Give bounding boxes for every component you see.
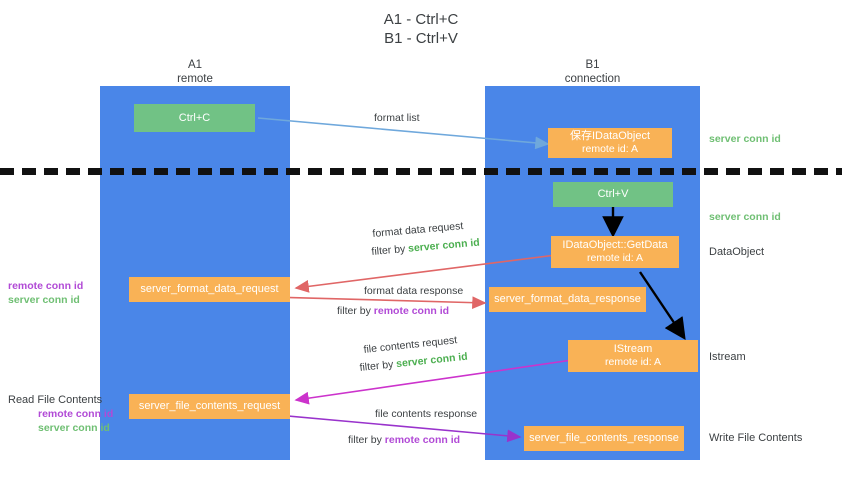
edge-label-format-data-response-filter: filter by remote conn id: [337, 305, 449, 318]
annotation-group-format-ids: remote conn id server conn id: [8, 279, 83, 307]
edge-filter-key-server-conn-id: server conn id: [395, 350, 469, 371]
box-server-file-contents-response-label: server_file_contents_response: [529, 432, 679, 444]
box-save-idataobject-line2: remote id: A: [581, 143, 639, 155]
box-server-format-data-request-label: server_format_data_request: [140, 283, 279, 295]
column-a1-sub: remote: [177, 73, 213, 85]
edge-label-format-data-request: format data request: [372, 220, 464, 241]
edge-label-file-contents-response-filter: filter by remote conn id: [348, 434, 460, 447]
annotation-server-conn-id-2: server conn id: [38, 422, 110, 434]
page-title: A1 - Ctrl+C B1 - Ctrl+V: [0, 10, 842, 48]
column-a1-name: A1: [187, 59, 203, 71]
box-ctrl-v[interactable]: Ctrl+V: [553, 182, 673, 207]
edge-label-format-data-response: format data response: [364, 285, 463, 298]
column-header-b1: B1 connection: [485, 58, 700, 86]
annotation-remote-conn-id-2: remote conn id: [38, 408, 114, 420]
box-istream-line1: IStream: [613, 343, 653, 355]
box-server-file-contents-request[interactable]: server_file_contents_request: [129, 394, 290, 419]
box-server-format-data-response[interactable]: server_format_data_response: [489, 287, 646, 312]
box-save-idataobject-line1: 保存IDataObject: [569, 130, 651, 142]
edge-label-format-data-request-filter: filter by server conn id: [371, 237, 480, 259]
edge-label-file-contents-response: file contents response: [375, 408, 477, 421]
phase-divider: [0, 168, 842, 175]
annotation-remote-conn-id-1: remote conn id: [8, 280, 84, 292]
box-server-format-data-request[interactable]: server_format_data_request: [129, 277, 290, 302]
box-idataobject-getdata-line1: IDataObject::GetData: [562, 239, 668, 251]
title-line-1: A1 - Ctrl+C: [383, 11, 459, 28]
box-istream-line2: remote id: A: [604, 356, 662, 368]
edge-filter-key-remote-conn-id: remote conn id: [384, 434, 461, 446]
edge-label-format-data-response-text: format data response: [364, 285, 464, 297]
box-idataobject-getdata-line2: remote id: A: [586, 252, 644, 264]
box-save-idataobject[interactable]: 保存IDataObject remote id: A: [548, 128, 672, 158]
box-server-file-contents-request-label: server_file_contents_request: [138, 400, 281, 412]
edge-filter-key-remote-conn-id: remote conn id: [373, 305, 450, 317]
annotation-write-file-contents: Write File Contents: [709, 432, 803, 444]
box-istream[interactable]: IStream remote id: A: [568, 340, 698, 372]
box-ctrl-c-label: Ctrl+C: [178, 111, 211, 124]
box-server-file-contents-response[interactable]: server_file_contents_response: [524, 426, 684, 451]
annotation-server-conn-id-1: server conn id: [8, 294, 80, 306]
edge-filter-prefix: filter by: [337, 305, 374, 317]
box-ctrl-c[interactable]: Ctrl+C: [134, 104, 255, 132]
edge-filter-prefix: filter by: [371, 242, 409, 258]
box-server-format-data-response-label: server_format_data_response: [494, 293, 641, 305]
annotation-istream: Istream: [709, 351, 746, 363]
box-ctrl-v-label: Ctrl+V: [597, 188, 629, 200]
title-line-2: B1 - Ctrl+V: [384, 30, 458, 47]
column-b1-name: B1: [585, 59, 600, 71]
column-b1-sub: connection: [564, 73, 621, 85]
edge-label-file-contents-response-text: file contents response: [375, 408, 478, 420]
edge-filter-prefix: filter by: [348, 434, 385, 446]
annotation-group-read-file-contents: Read File Contents remote conn id server…: [8, 393, 113, 435]
edge-filter-key-server-conn-id: server conn id: [407, 236, 481, 255]
edge-filter-prefix: filter by: [359, 358, 397, 374]
box-idataobject-getdata[interactable]: IDataObject::GetData remote id: A: [551, 236, 679, 268]
annotation-server-conn-id-top: server conn id: [709, 133, 781, 145]
edge-label-format-list-text: format list: [374, 112, 420, 124]
edge-label-format-list: format list: [374, 112, 420, 125]
annotation-read-file-contents: Read File Contents: [8, 394, 103, 406]
column-header-a1: A1 remote: [100, 58, 290, 86]
annotation-dataobject: DataObject: [709, 246, 765, 258]
edge-label-format-data-request-text: format data request: [372, 220, 464, 240]
annotation-server-conn-id-mid: server conn id: [709, 211, 781, 223]
